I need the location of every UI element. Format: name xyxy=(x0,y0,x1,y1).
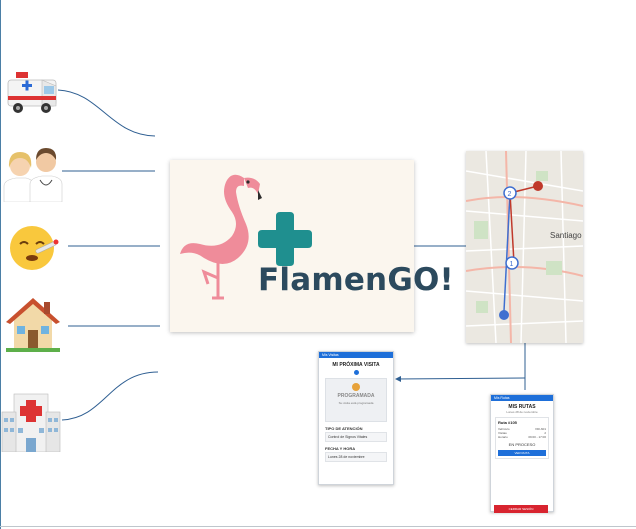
visits-label: Visitas xyxy=(498,431,507,435)
route-title: MIS RUTAS xyxy=(508,404,536,410)
route-subtitle: Lunes 28 de noviembre xyxy=(506,410,538,414)
logout-button[interactable]: CERRAR SESIÓN xyxy=(494,505,548,513)
svg-text:1: 1 xyxy=(510,261,514,268)
hospital-icon xyxy=(0,388,64,453)
house-icon xyxy=(4,294,68,358)
line-to-visit xyxy=(395,375,526,382)
line-ambulance xyxy=(57,89,156,137)
vehicle-label: Vehículo xyxy=(498,427,510,431)
route-header: Mis Rutas xyxy=(491,395,553,401)
visit-status: PROGRAMADA xyxy=(337,393,375,399)
map-city-label: Santiago xyxy=(550,231,582,240)
view-route-button[interactable]: VER RUTA xyxy=(498,450,546,456)
left-border xyxy=(0,0,1,529)
vehicle-value: VDI-601 xyxy=(534,427,546,431)
route-status: EN PROCESO xyxy=(508,442,536,447)
bottom-border xyxy=(0,526,636,527)
route-phone-screen: Mis Rutas MIS RUTAS Lunes 28 de noviembr… xyxy=(490,394,554,512)
route-name: Ruta #105 xyxy=(498,420,517,425)
sick-face-icon xyxy=(6,222,70,286)
logo-card xyxy=(170,160,414,332)
date-time-value: Lunes 28 de noviembre xyxy=(325,452,387,462)
time-value: 09:00 - 17:00 xyxy=(528,435,546,439)
visit-title: MI PRÓXIMA VISITA xyxy=(332,362,380,368)
flamingo-icon xyxy=(180,174,262,300)
clock-icon xyxy=(352,383,360,391)
doctors-icon xyxy=(0,140,64,204)
medical-cross-icon xyxy=(258,212,312,266)
visit-phone-screen: Mis Visitas MI PRÓXIMA VISITA PROGRAMADA… xyxy=(318,351,394,485)
visit-status-note: Su visita está programada xyxy=(338,401,374,405)
visit-header: Mis Visitas xyxy=(319,352,393,358)
brand-name: FlamenGO! xyxy=(258,262,454,298)
route-map: 2 1 Santiago xyxy=(466,151,583,343)
route-card: Ruta #105 Vehículo VDI-601 Visitas 2 Hor… xyxy=(495,417,549,459)
attention-type-title: TIPO DE ATENCIÓN xyxy=(325,426,363,431)
visit-status-card: PROGRAMADA Su visita está programada xyxy=(325,378,387,422)
attention-type-value: Control de Signos Vitales xyxy=(325,432,387,442)
time-label: Horario xyxy=(498,435,508,439)
visits-value: 2 xyxy=(544,431,546,435)
status-dot-icon xyxy=(353,370,359,375)
svg-text:2: 2 xyxy=(508,191,512,198)
date-time-title: FECHA Y HORA xyxy=(325,446,356,451)
line-hospital xyxy=(61,371,159,421)
ambulance-icon xyxy=(4,66,68,130)
